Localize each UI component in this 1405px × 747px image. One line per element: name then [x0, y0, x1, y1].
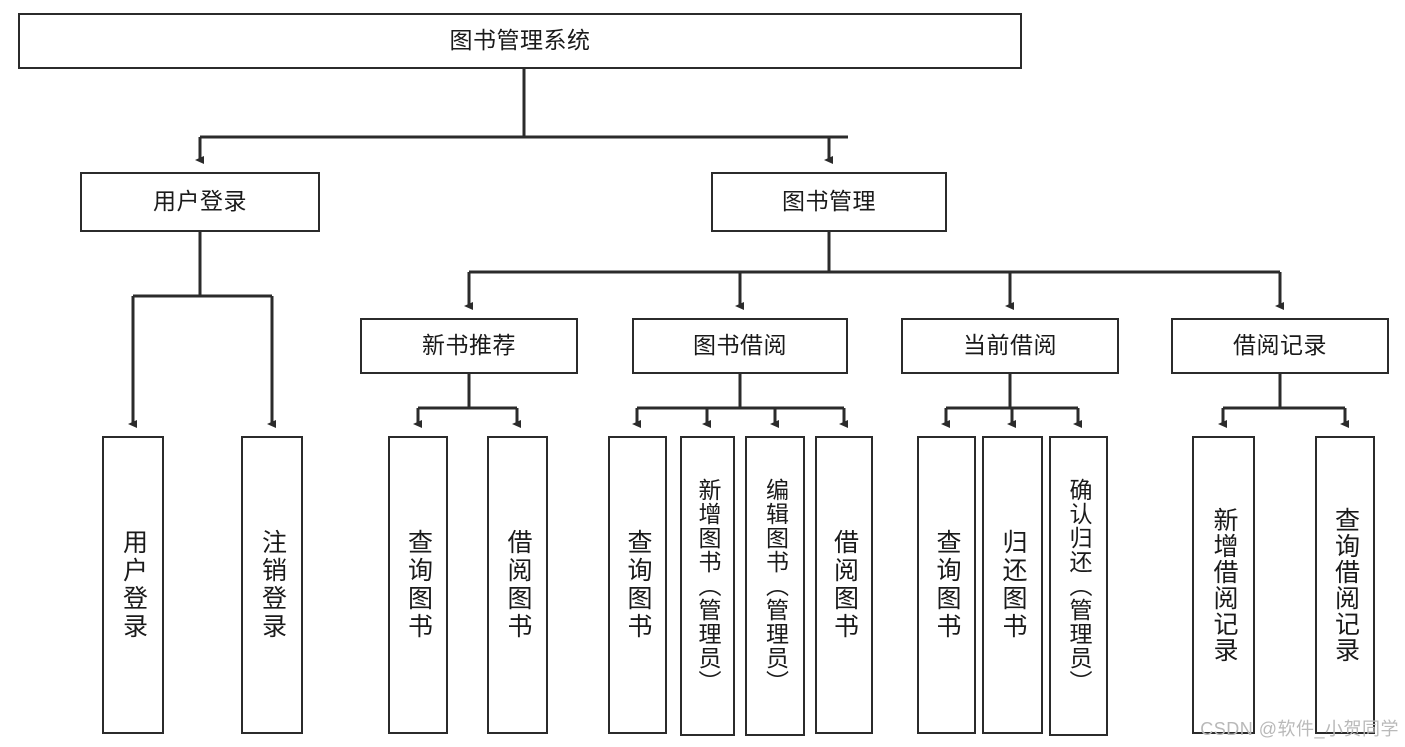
- leaf-query-book-current[interactable]: 查询图书: [917, 436, 976, 734]
- leaf-logout-login[interactable]: 注销登录: [241, 436, 303, 734]
- leaf-confirm-return-admin[interactable]: 确认归还（管理员）: [1049, 436, 1108, 736]
- leaf-edit-book-admin-label: 编辑图书（管理员）: [762, 478, 789, 694]
- leaf-logout-login-label: 注销登录: [258, 529, 287, 641]
- node-borrow-records[interactable]: 借阅记录: [1171, 318, 1389, 374]
- leaf-add-borrow-record[interactable]: 新增借阅记录: [1192, 436, 1255, 734]
- node-book-manage[interactable]: 图书管理: [711, 172, 947, 232]
- leaf-add-borrow-record-label: 新增借阅记录: [1210, 507, 1238, 663]
- leaf-borrow-book-recommend[interactable]: 借阅图书: [487, 436, 548, 734]
- leaf-query-borrow-record[interactable]: 查询借阅记录: [1315, 436, 1375, 734]
- leaf-query-borrow-record-label: 查询借阅记录: [1331, 507, 1360, 663]
- leaf-add-book-admin-label: 新增图书（管理员）: [695, 478, 721, 694]
- leaf-user-login[interactable]: 用户登录: [102, 436, 164, 734]
- node-book-borrow-label: 图书借阅: [693, 332, 787, 359]
- leaf-query-book-recommend[interactable]: 查询图书: [388, 436, 448, 734]
- leaf-user-login-label: 用户登录: [119, 529, 148, 641]
- leaf-query-book-recommend-label: 查询图书: [404, 529, 433, 641]
- leaf-return-book-label: 归还图书: [999, 529, 1027, 641]
- leaf-borrow-book-recommend-label: 借阅图书: [504, 529, 532, 641]
- node-root[interactable]: 图书管理系统: [18, 13, 1022, 69]
- node-borrow-records-label: 借阅记录: [1233, 332, 1327, 359]
- leaf-borrow-book[interactable]: 借阅图书: [815, 436, 873, 734]
- node-new-book-recommend[interactable]: 新书推荐: [360, 318, 578, 374]
- node-user-login[interactable]: 用户登录: [80, 172, 320, 232]
- node-current-borrow-label: 当前借阅: [963, 332, 1057, 359]
- leaf-edit-book-admin[interactable]: 编辑图书（管理员）: [745, 436, 805, 736]
- csdn-watermark: CSDN @软件_小贺同学: [1200, 719, 1399, 739]
- node-root-label: 图书管理系统: [449, 27, 591, 54]
- leaf-query-book-current-label: 查询图书: [933, 529, 961, 641]
- node-new-book-recommend-label: 新书推荐: [422, 332, 516, 359]
- leaf-return-book[interactable]: 归还图书: [982, 436, 1043, 734]
- node-current-borrow[interactable]: 当前借阅: [901, 318, 1119, 374]
- leaf-query-book-borrow-label: 查询图书: [624, 529, 652, 641]
- leaf-query-book-borrow[interactable]: 查询图书: [608, 436, 667, 734]
- leaf-confirm-return-admin-label: 确认归还（管理员）: [1066, 478, 1092, 694]
- node-book-manage-label: 图书管理: [782, 188, 876, 215]
- node-user-login-label: 用户登录: [153, 188, 247, 215]
- leaf-add-book-admin[interactable]: 新增图书（管理员）: [680, 436, 735, 736]
- leaf-borrow-book-label: 借阅图书: [830, 529, 859, 641]
- node-book-borrow[interactable]: 图书借阅: [632, 318, 848, 374]
